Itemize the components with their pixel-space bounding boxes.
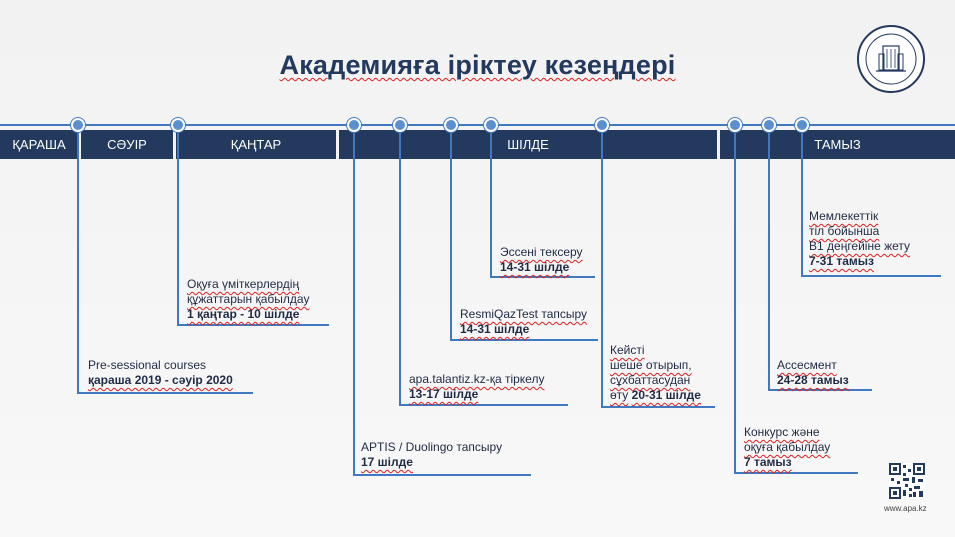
month-shilde: ШІЛДЕ (339, 130, 717, 159)
timeline-dot (795, 118, 809, 132)
timeline-dot (595, 118, 609, 132)
connector-essay (490, 125, 492, 277)
connector-assessment (768, 125, 770, 390)
timeline-dot (71, 118, 85, 132)
timeline-dot (347, 118, 361, 132)
timeline-line (0, 124, 955, 126)
timeline-dot (728, 118, 742, 132)
underline-assessment (768, 389, 872, 391)
connector-case (601, 125, 603, 407)
month-kantar: ҚАҢТАР (176, 130, 336, 159)
timeline-dot (393, 118, 407, 132)
event-contest: Конкурс және оқуға қабылдау 7 тамыз (744, 425, 831, 469)
month-tamyz: ТАМЫЗ (720, 130, 955, 159)
website-url: www.apa.kz (884, 504, 927, 513)
connector-apa-register (399, 125, 401, 405)
connector-presessional (77, 125, 79, 393)
connector-contest (734, 125, 736, 473)
academy-seal-icon (857, 25, 925, 93)
month-sauir: СӘУІР (81, 130, 173, 159)
event-apa-register: apa.talantiz.kz-қа тіркелу 13-17 шілде (409, 372, 545, 401)
underline-contest (734, 472, 858, 474)
timeline-dot (444, 118, 458, 132)
underline-resmiqaztest (450, 339, 598, 341)
event-case: Кейсті шеше отырып, сұхбаттасудан өту 20… (610, 343, 701, 402)
connector-aptis (353, 125, 355, 475)
underline-aptis (353, 474, 531, 476)
slide-title: Академияға іріктеу кезеңдері (279, 50, 676, 80)
connector-resmiqaztest (450, 125, 452, 340)
timeline-dot (171, 118, 185, 132)
qr-code-icon (889, 463, 925, 499)
event-documents: Оқуға үміткерлердің құжаттарын қабылдау … (187, 277, 310, 321)
event-assessment: Ассесмент 24-28 тамыз (777, 358, 849, 387)
underline-case (601, 406, 715, 408)
connector-documents (177, 125, 179, 325)
event-essay: Эссені тексеру 14-31 шілде (500, 245, 583, 274)
event-state-lang: Мемлекеттік тіл бойынша В1 деңгейіне жет… (809, 209, 911, 268)
underline-documents (177, 324, 329, 326)
event-resmiqaztest: ResmiQazTest тапсыру 14-31 шілде (460, 307, 588, 336)
timeline-dot (762, 118, 776, 132)
timeline-dot (484, 118, 498, 132)
underline-essay (490, 276, 595, 278)
underline-presessional (77, 392, 253, 394)
underline-apa-register (399, 404, 568, 406)
event-aptis: APTIS / Duolingo тапсыру 17 шілде (361, 440, 503, 469)
month-karasha: ҚАРАША (0, 130, 78, 159)
connector-state-lang (801, 125, 803, 276)
event-presessional: Pre-sessional courses қараша 2019 - сәуі… (88, 358, 233, 387)
underline-state-lang (801, 275, 941, 277)
